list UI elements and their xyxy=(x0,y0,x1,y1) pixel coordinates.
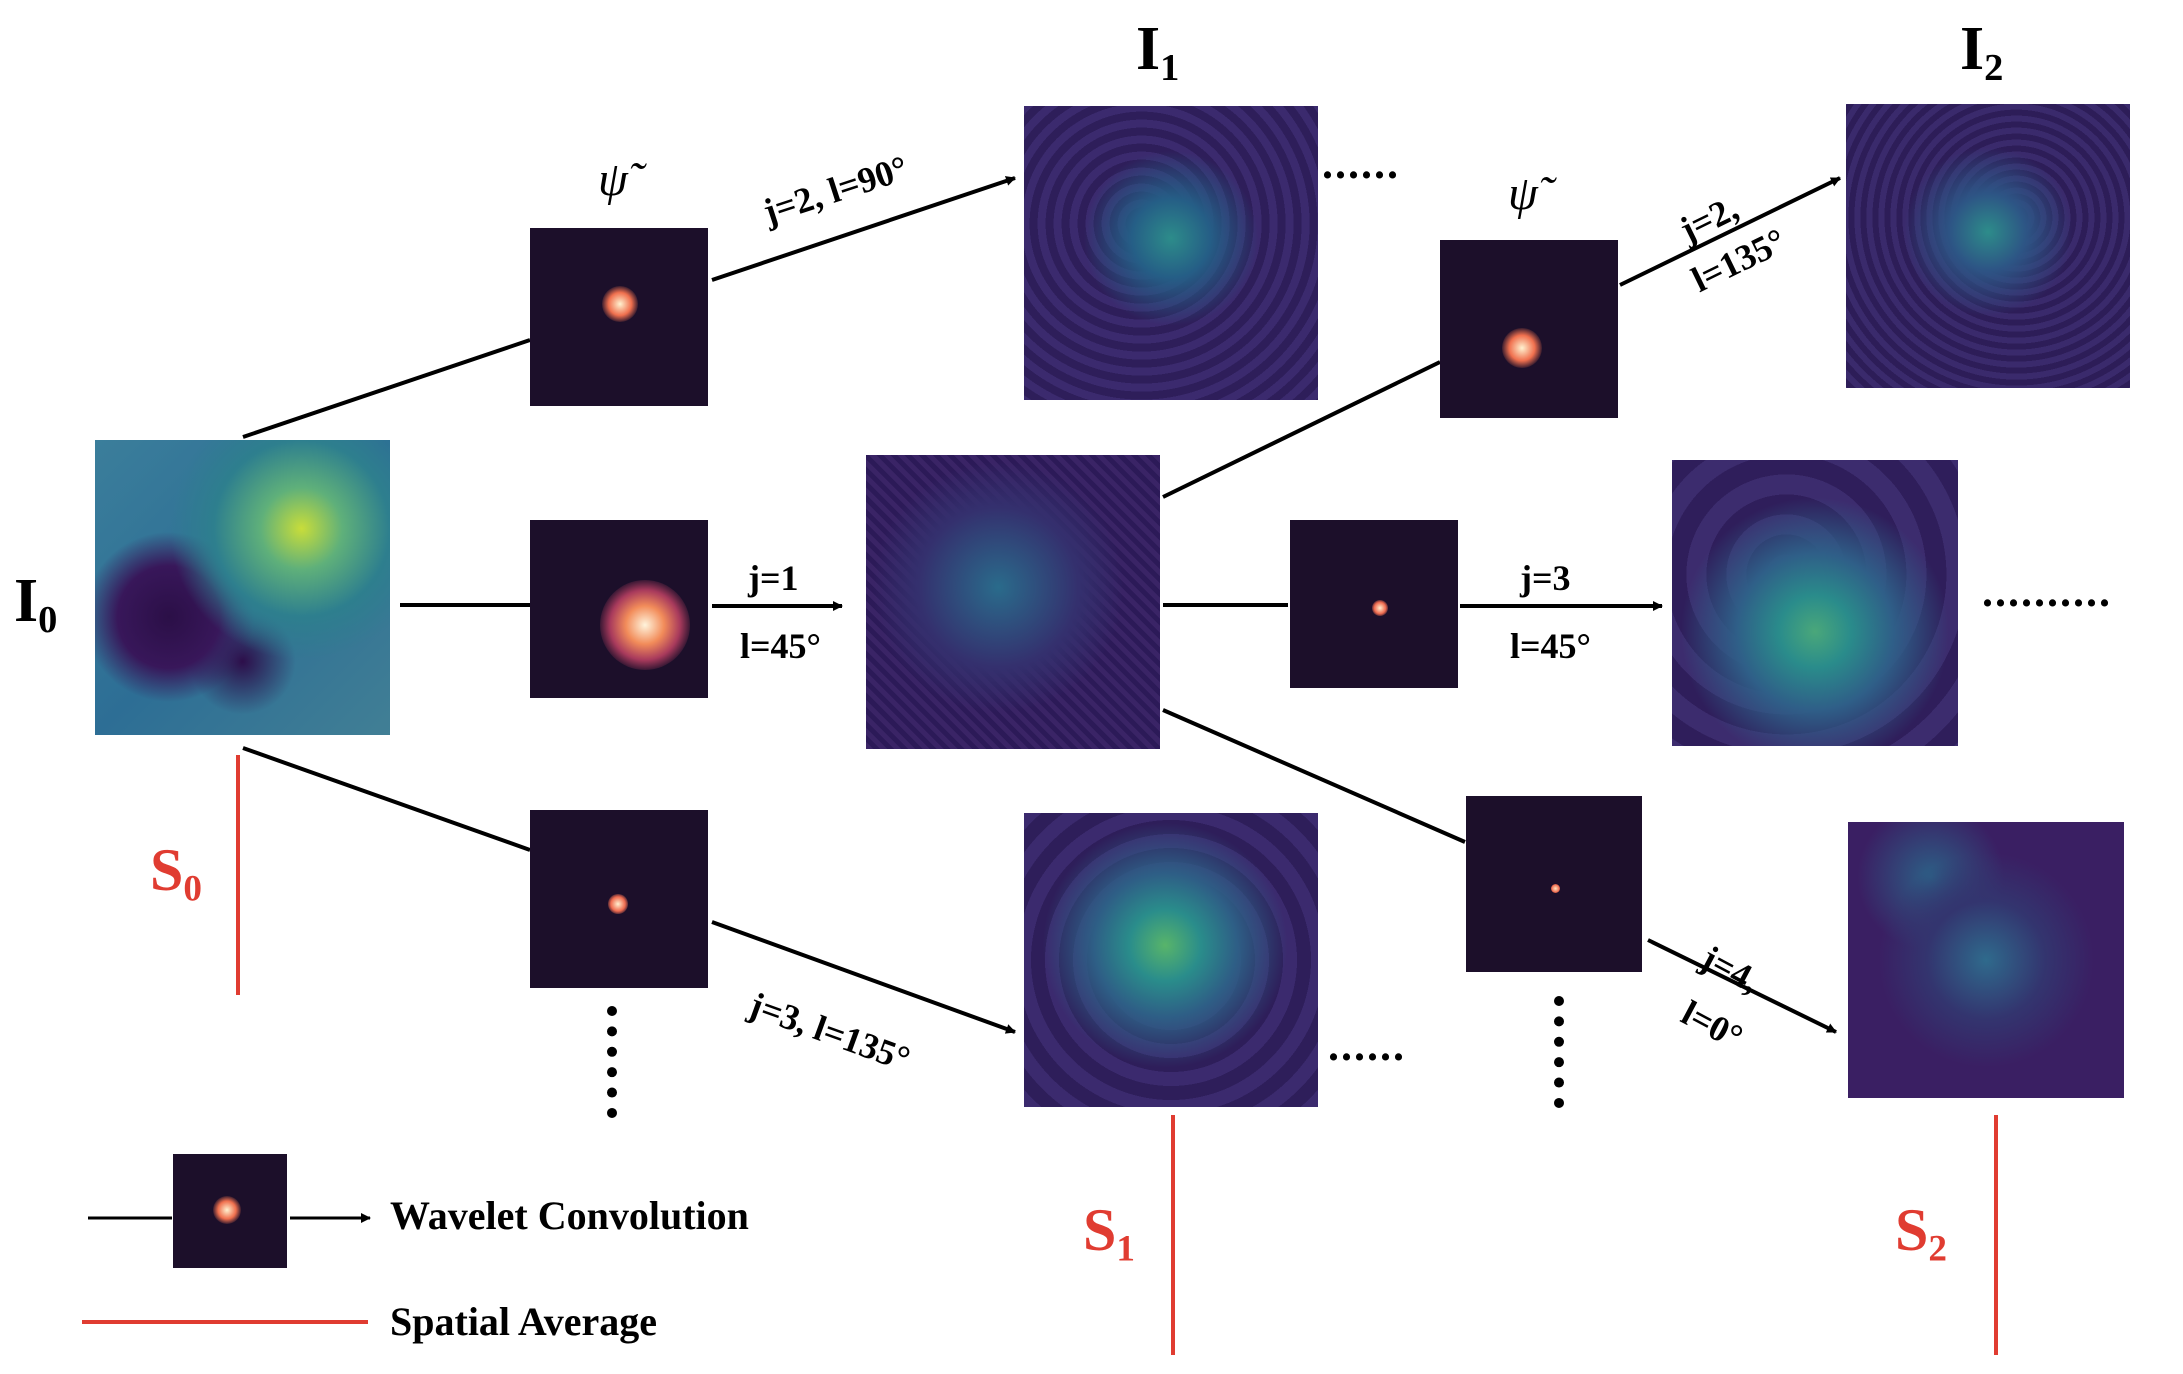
legend-spatial-label: Spatial Average xyxy=(390,1299,658,1344)
edge-label-mid-second-j: j=3 xyxy=(1520,558,1571,598)
second-order-map-middle xyxy=(1672,460,1958,746)
wavelet-kernel-middle xyxy=(530,520,708,698)
psi-symbol: ψ̃ xyxy=(598,153,628,206)
edge-arrow xyxy=(1619,176,1841,287)
wavelet-kernel-second-bottom xyxy=(1466,796,1642,972)
node-base: S xyxy=(150,837,184,903)
node-sub: 2 xyxy=(1984,46,2004,89)
node-label-I2: I2 xyxy=(1960,18,2003,87)
legend-wavelet-kernel xyxy=(173,1154,287,1268)
edge-label-mid-first-l: l=45° xyxy=(740,626,821,666)
first-order-map-top xyxy=(1024,106,1318,400)
node-sub: 0 xyxy=(38,598,58,641)
wavelet-kernel-second-middle xyxy=(1290,520,1458,688)
edge-line xyxy=(1162,360,1441,499)
wavelet-kernel-second-top xyxy=(1440,240,1618,418)
node-base: I xyxy=(1960,15,1985,83)
edge-line xyxy=(242,746,531,852)
ellipsis-vertical-right xyxy=(1554,996,1576,1108)
second-order-map-top xyxy=(1846,104,2130,388)
node-sub: 1 xyxy=(1116,1228,1135,1270)
edge-arrow xyxy=(711,176,1016,282)
first-order-map-middle xyxy=(866,455,1160,749)
edge-line xyxy=(242,338,531,439)
node-base: I xyxy=(1136,15,1161,83)
edge-label-mid-second-l: l=45° xyxy=(1510,626,1591,666)
ellipsis-right: .......... xyxy=(1982,567,2112,616)
node-label-I1: I1 xyxy=(1136,18,1179,87)
node-base: S xyxy=(1895,1197,1929,1263)
wavelet-kernel-bottom xyxy=(530,810,708,988)
edge-arrow xyxy=(711,920,1016,1034)
edge-line xyxy=(1162,708,1466,844)
node-base: S xyxy=(1083,1197,1117,1263)
node-label-S0: S0 xyxy=(150,840,202,908)
node-sub: 2 xyxy=(1928,1228,1947,1270)
legend-wavelet-label: Wavelet Convolution xyxy=(390,1193,749,1238)
node-base: I xyxy=(14,567,39,635)
ellipsis-bottom: ...... xyxy=(1328,1021,1406,1070)
input-image-I0 xyxy=(95,440,390,735)
edge-arrow xyxy=(1647,938,1837,1034)
psi-symbol: ψ̃ xyxy=(1508,167,1538,220)
wavelet-kernel-top xyxy=(530,228,708,406)
second-order-map-bottom xyxy=(1848,822,2124,1098)
node-sub: 1 xyxy=(1160,46,1180,89)
node-sub: 0 xyxy=(183,868,202,910)
first-order-map-bottom xyxy=(1024,813,1318,1107)
node-label-I0: I0 xyxy=(14,570,57,639)
node-label-S1: S1 xyxy=(1083,1200,1135,1268)
edge-label-mid-first-j: j=1 xyxy=(748,558,799,598)
ellipsis-vertical-left xyxy=(607,1006,629,1118)
ellipsis-top: ...... xyxy=(1322,139,1400,188)
node-label-S2: S2 xyxy=(1895,1200,1947,1268)
